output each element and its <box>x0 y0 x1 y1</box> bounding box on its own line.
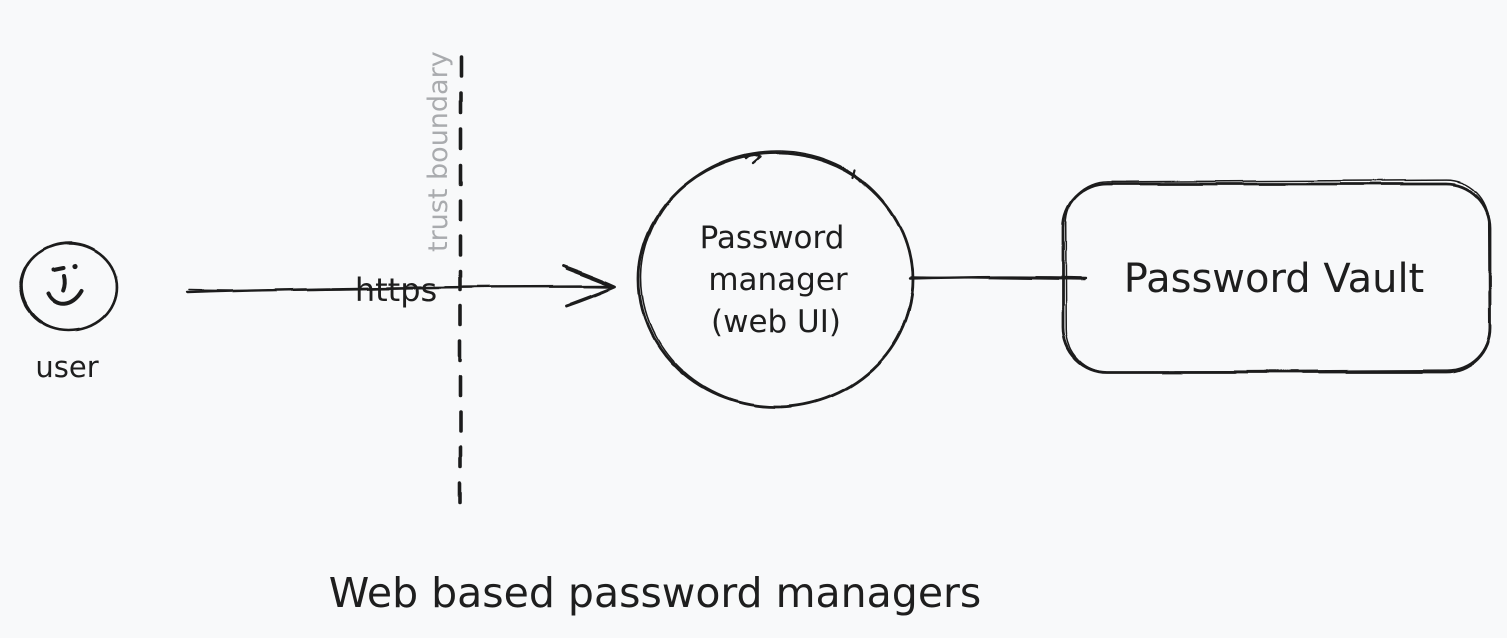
password-vault-shape <box>1061 182 1492 374</box>
password-manager-shape-overdraw <box>640 150 914 408</box>
user-label: user <box>35 350 98 384</box>
user-node <box>19 241 119 332</box>
password-vault-shape-overdraw <box>1064 179 1491 373</box>
password-manager-label: Password manager (web UI) <box>700 220 848 340</box>
password-manager-label-line2: manager <box>708 262 848 298</box>
password-manager-label-line3: (web UI) <box>711 304 841 340</box>
https-label: https <box>355 271 437 309</box>
password-vault-label: Password Vault <box>1124 256 1424 302</box>
arrowhead-icon-overdraw <box>565 268 615 305</box>
password-vault-node <box>1061 179 1492 374</box>
password-manager-label-line1: Password <box>700 220 845 256</box>
diagram-caption: Web based password managers <box>329 569 982 617</box>
trust-boundary-label: trust boundary <box>423 51 454 252</box>
smiley-face-icon <box>47 263 84 306</box>
arrowhead-icon <box>561 264 617 308</box>
manager-vault-connector <box>908 276 1088 281</box>
https-arrow <box>185 264 617 308</box>
user-node-shape-overdraw <box>21 241 118 332</box>
